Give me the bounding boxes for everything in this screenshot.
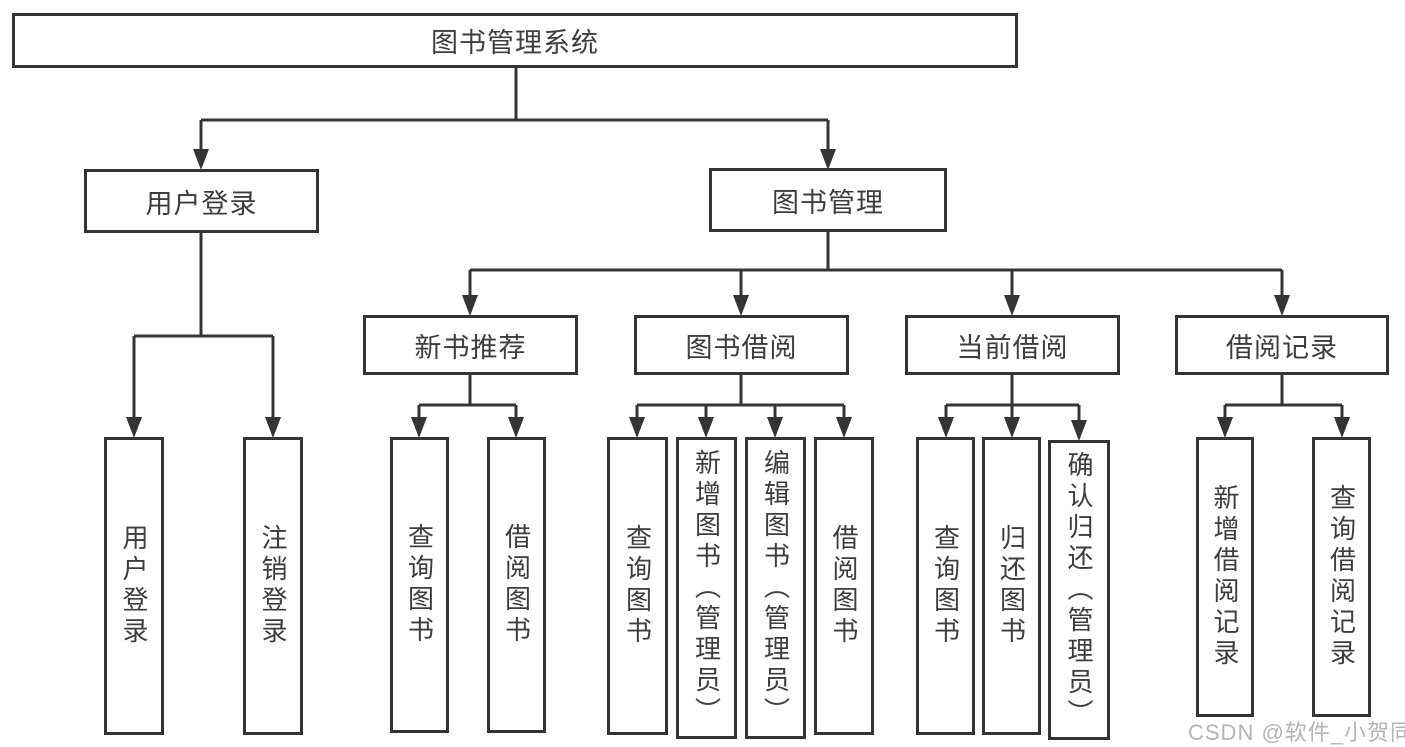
leaf-logout: 注销登录 [243,437,303,735]
watermark: CSDN @软件_小贺同学 [1188,720,1405,745]
node-root-label: 图书管理系统 [431,28,599,58]
node-current-borrow: 当前借阅 [905,315,1120,375]
leaf-query-book-3-label: 查询图书 [930,524,961,648]
leaf-user-login-label: 用户登录 [119,524,149,648]
node-user-login: 用户登录 [84,169,319,233]
node-book-mgmt-label: 图书管理 [772,187,884,218]
leaf-return-book-label: 归还图书 [996,524,1027,648]
leaf-add-book-label: 新增图书（管理员） [691,448,722,728]
arrowheads [126,149,1350,441]
node-book-mgmt: 图书管理 [709,168,947,232]
node-new-book-rec: 新书推荐 [363,315,578,375]
leaf-add-record-label: 新增借阅记录 [1210,484,1240,670]
node-book-borrow-label: 图书借阅 [685,332,798,363]
node-user-login-label: 用户登录 [145,188,258,219]
node-book-borrow: 图书借阅 [634,315,849,375]
leaf-user-login: 用户登录 [104,437,164,735]
leaf-add-book: 新增图书（管理员） [676,437,737,739]
node-new-book-rec-label: 新书推荐 [414,332,527,363]
leaf-query-book-2-label: 查询图书 [622,524,653,648]
leaf-edit-book: 编辑图书（管理员） [745,437,806,739]
leaf-edit-book-label: 编辑图书（管理员） [760,448,791,728]
leaf-query-record-label: 查询借阅记录 [1326,484,1357,670]
leaf-query-book-1: 查询图书 [390,437,449,733]
node-borrow-records: 借阅记录 [1175,315,1389,375]
node-current-borrow-label: 当前借阅 [956,332,1069,363]
leaf-query-book-1-label: 查询图书 [404,523,435,647]
leaf-borrow-book-2-label: 借阅图书 [829,524,859,648]
leaf-confirm-return-label: 确认归还（管理员） [1064,450,1094,730]
leaf-borrow-book-1-label: 借阅图书 [501,523,532,647]
leaf-return-book: 归还图书 [982,437,1041,735]
leaf-borrow-book-1: 借阅图书 [487,437,546,733]
leaf-add-record: 新增借阅记录 [1196,437,1254,717]
leaf-logout-label: 注销登录 [258,524,288,648]
leaf-borrow-book-2: 借阅图书 [814,437,874,735]
leaf-query-book-3: 查询图书 [916,437,975,735]
leaf-query-record: 查询借阅记录 [1312,437,1371,717]
node-borrow-records-label: 借阅记录 [1226,332,1338,363]
leaf-query-book-2: 查询图书 [607,437,668,735]
leaf-confirm-return: 确认归还（管理员） [1048,440,1110,740]
node-root: 图书管理系统 [12,13,1018,68]
